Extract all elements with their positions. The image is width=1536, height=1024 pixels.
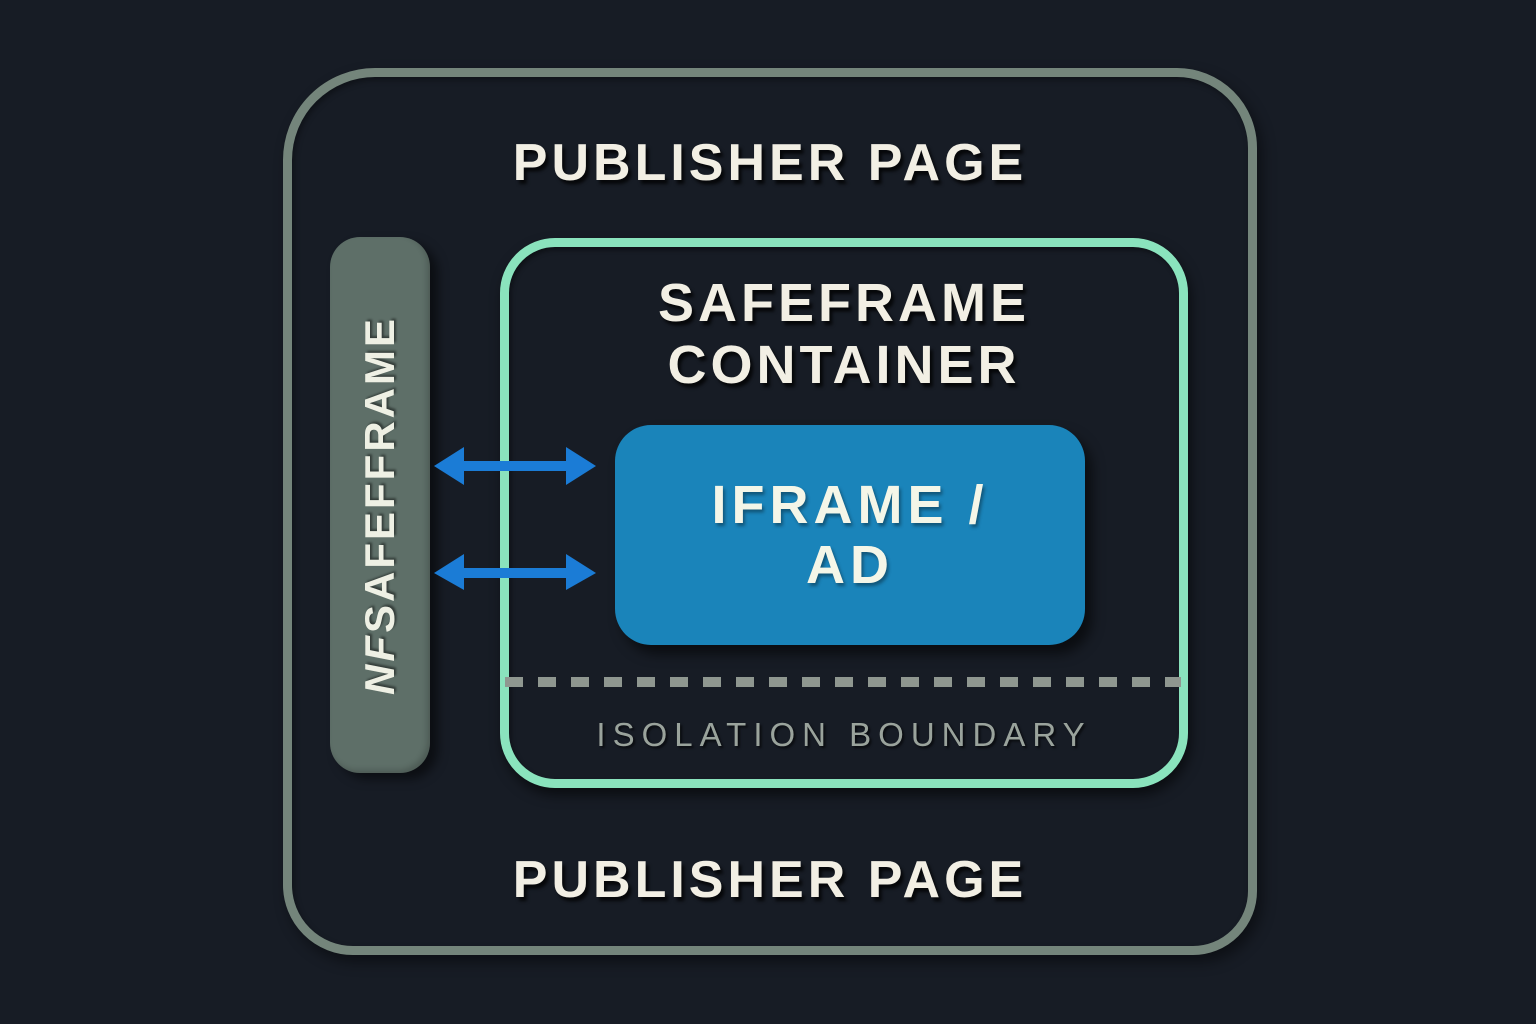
message-arrow-bottom-icon <box>434 554 596 590</box>
safeframe-container-title-line1: SAFEFRAME <box>658 273 1030 333</box>
publisher-page-box <box>283 68 1257 955</box>
isolation-boundary-label: ISOLATION BOUNDARY <box>596 716 1092 753</box>
safeframe-container-title-line2: CONTAINER <box>667 335 1021 395</box>
iframe-ad-label-line2: AD <box>806 535 894 595</box>
iframe-ad-box: IFRAME / AD <box>615 425 1085 645</box>
safeframe-host-pill-label: NFSAFEFFRAME <box>356 316 404 695</box>
isolation-boundary-dashed-line <box>505 677 1181 687</box>
safeframe-container-box <box>500 238 1188 788</box>
safeframe-container-title: SAFEFRAME CONTAINER <box>500 272 1188 396</box>
publisher-page-label-bottom: PUBLISHER PAGE <box>512 851 1028 909</box>
double-headed-horizontal-arrow-icon <box>434 447 596 590</box>
safeframe-host-pill: NFSAFEFFRAME <box>330 237 430 773</box>
iframe-ad-label-line1: IFRAME / <box>711 475 989 535</box>
message-arrow-top-icon <box>434 447 596 485</box>
publisher-page-label-top: PUBLISHER PAGE <box>512 134 1028 192</box>
safeframe-host-pill-text: SAFEFFRAME <box>356 315 403 633</box>
safeframe-host-pill-prefix: NF <box>356 632 403 695</box>
